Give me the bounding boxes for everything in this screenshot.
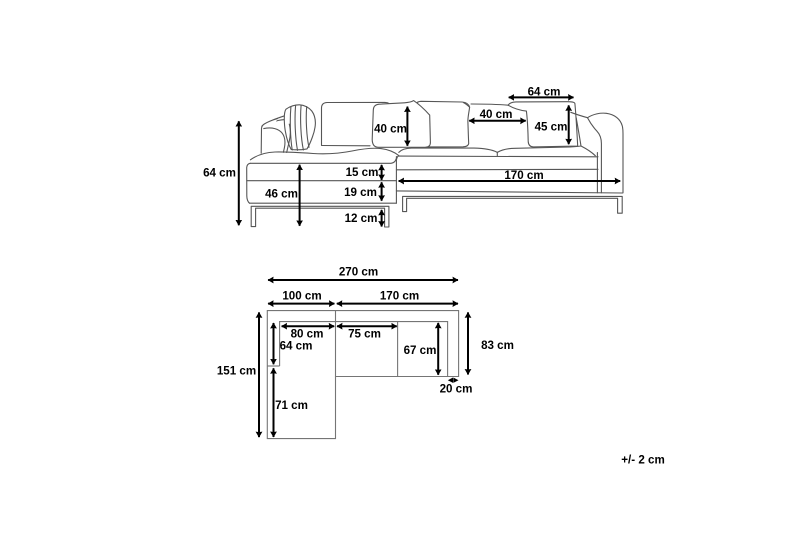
svg-text:170 cm: 170 cm bbox=[380, 290, 419, 303]
svg-text:80 cm: 80 cm bbox=[291, 328, 324, 341]
svg-text:40 cm: 40 cm bbox=[480, 108, 513, 121]
svg-text:40 cm: 40 cm bbox=[374, 123, 407, 136]
svg-text:64 cm: 64 cm bbox=[280, 339, 313, 352]
svg-text:64 cm: 64 cm bbox=[528, 86, 561, 99]
svg-text:15 cm: 15 cm bbox=[346, 166, 379, 179]
svg-text:64 cm: 64 cm bbox=[203, 167, 236, 180]
svg-text:19 cm: 19 cm bbox=[344, 186, 377, 199]
svg-text:100 cm: 100 cm bbox=[282, 290, 321, 303]
svg-text:67 cm: 67 cm bbox=[404, 344, 437, 357]
svg-text:170 cm: 170 cm bbox=[504, 169, 543, 182]
svg-text:71 cm: 71 cm bbox=[275, 399, 308, 412]
svg-text:20 cm: 20 cm bbox=[440, 383, 473, 396]
svg-text:12 cm: 12 cm bbox=[345, 212, 378, 225]
svg-text:45 cm: 45 cm bbox=[535, 121, 568, 134]
svg-text:46 cm: 46 cm bbox=[265, 187, 298, 200]
svg-text:+/- 2 cm: +/- 2 cm bbox=[621, 454, 665, 467]
svg-text:75 cm: 75 cm bbox=[348, 328, 381, 341]
svg-text:270 cm: 270 cm bbox=[339, 266, 378, 279]
svg-text:151 cm: 151 cm bbox=[217, 365, 256, 378]
svg-text:83 cm: 83 cm bbox=[481, 339, 514, 352]
